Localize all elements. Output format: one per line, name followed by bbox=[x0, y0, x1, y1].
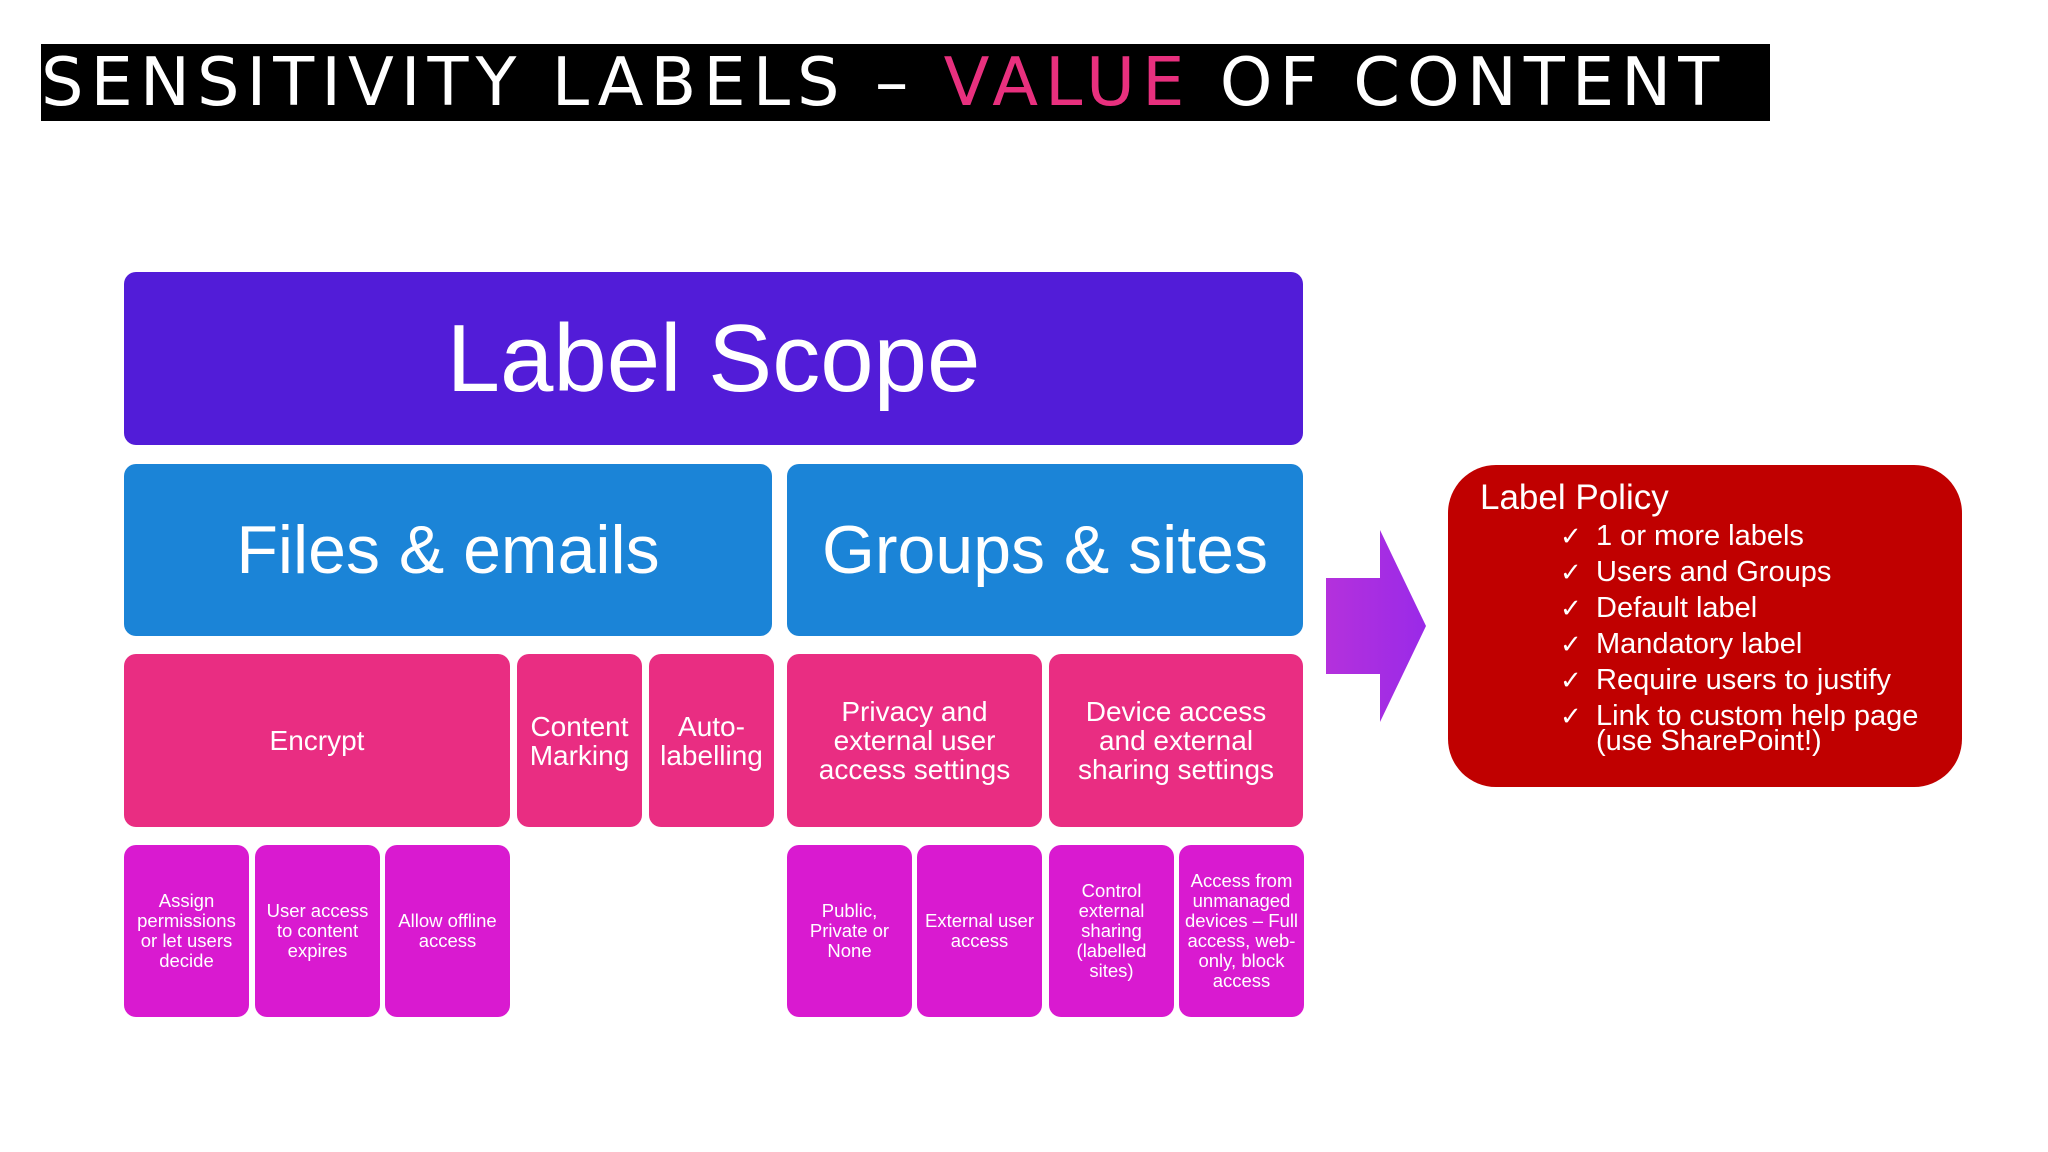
checkmark-icon: ✓ bbox=[1560, 666, 1582, 696]
right-arrow-icon bbox=[1326, 530, 1426, 722]
checkmark-icon: ✓ bbox=[1560, 594, 1582, 624]
control-sharing-box: Control external sharing (labelled sites… bbox=[1049, 845, 1174, 1017]
assign-permissions-box: Assign permissions or let users decide bbox=[124, 845, 249, 1017]
access-expires-box: User access to content expires bbox=[255, 845, 380, 1017]
files-emails-box: Files & emails bbox=[124, 464, 772, 636]
label-policy-box: Label Policy ✓1 or more labels ✓Users an… bbox=[1448, 465, 1962, 787]
slide-title: SENSITIVITY LABELS – VALUE OF CONTENT bbox=[41, 44, 1770, 121]
policy-item: ✓Link to custom help page (use SharePoin… bbox=[1560, 700, 1919, 757]
title-accent: VALUE bbox=[943, 44, 1192, 121]
privacy-settings-box: Privacy and external user access setting… bbox=[787, 654, 1042, 827]
checkmark-icon: ✓ bbox=[1560, 630, 1582, 660]
label-scope-box: Label Scope bbox=[124, 272, 1303, 445]
policy-item: ✓Users and Groups bbox=[1560, 555, 1962, 591]
offline-access-box: Allow offline access bbox=[385, 845, 510, 1017]
label-policy-list: ✓1 or more labels ✓Users and Groups ✓Def… bbox=[1480, 519, 1962, 760]
policy-item: ✓Mandatory label bbox=[1560, 627, 1962, 663]
policy-item: ✓1 or more labels bbox=[1560, 519, 1962, 555]
public-private-box: Public, Private or None bbox=[787, 845, 912, 1017]
policy-item: ✓Default label bbox=[1560, 591, 1962, 627]
device-access-box: Device access and external sharing setti… bbox=[1049, 654, 1303, 827]
checkmark-icon: ✓ bbox=[1560, 702, 1582, 732]
content-marking-box: Content Marking bbox=[517, 654, 642, 827]
encrypt-box: Encrypt bbox=[124, 654, 510, 827]
policy-item: ✓Require users to justify bbox=[1560, 663, 1962, 699]
checkmark-icon: ✓ bbox=[1560, 558, 1582, 588]
auto-labelling-box: Auto-labelling bbox=[649, 654, 774, 827]
groups-sites-box: Groups & sites bbox=[787, 464, 1303, 636]
unmanaged-devices-box: Access from unmanaged devices – Full acc… bbox=[1179, 845, 1304, 1017]
checkmark-icon: ✓ bbox=[1560, 522, 1582, 552]
external-user-access-box: External user access bbox=[917, 845, 1042, 1017]
title-part-1: SENSITIVITY LABELS – bbox=[41, 44, 944, 121]
label-policy-title: Label Policy bbox=[1480, 478, 1669, 517]
title-part-2: OF CONTENT bbox=[1191, 44, 1727, 121]
